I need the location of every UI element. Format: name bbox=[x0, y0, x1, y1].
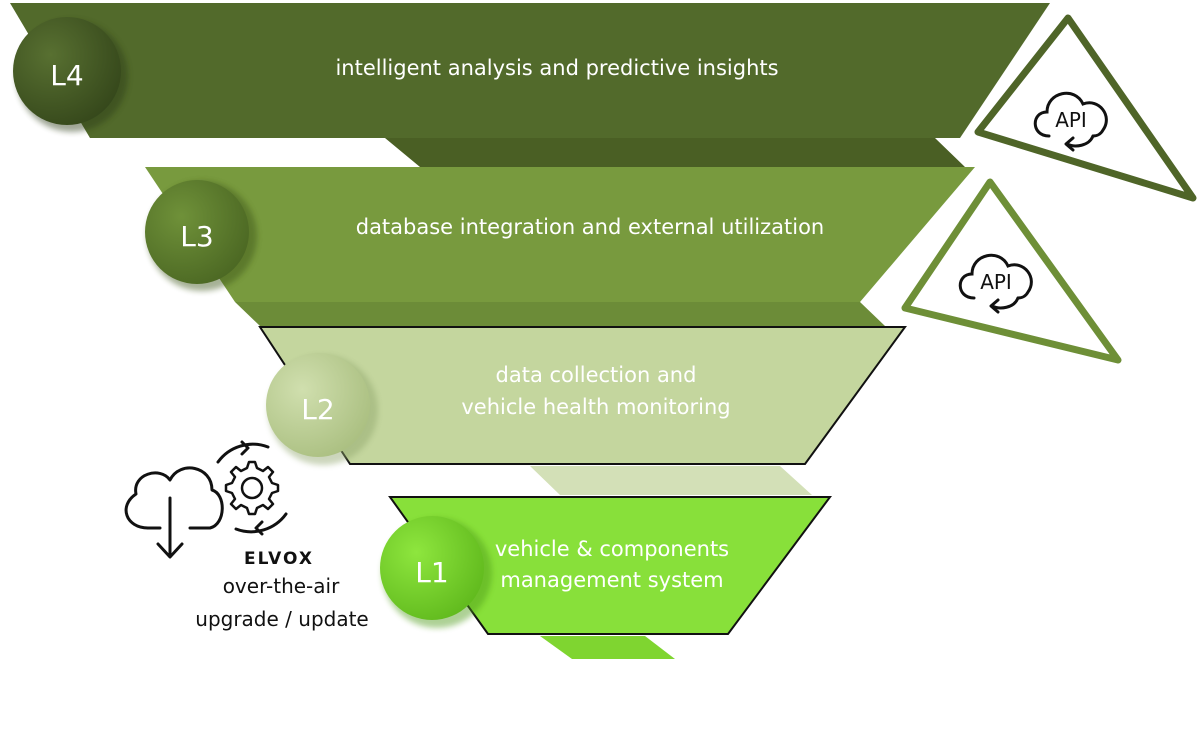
ota-caption-line-1: over-the-air bbox=[223, 574, 340, 598]
gear-sync-icon bbox=[216, 440, 288, 536]
ota-section: ELVOX over-the-air upgrade / update bbox=[124, 440, 369, 631]
api-label-upper: API bbox=[1055, 108, 1087, 132]
layer-l2-badge-label: L2 bbox=[301, 393, 334, 426]
layer-l2: L2 data collection and vehicle health mo… bbox=[258, 326, 907, 495]
api-badge-upper: API bbox=[974, 14, 1197, 202]
layer-l4-shadow bbox=[385, 138, 965, 167]
layer-l4: L4 intelligent analysis and predictive i… bbox=[10, 3, 1050, 167]
api-label-lower: API bbox=[980, 270, 1012, 294]
elvox-logo: ELVOX bbox=[244, 549, 314, 569]
layer-l3-badge bbox=[145, 180, 249, 284]
layer-l2-title-line-1: data collection and bbox=[496, 363, 697, 387]
layer-l2-title-line-2: vehicle health monitoring bbox=[461, 395, 730, 419]
layer-l1: L1 vehicle & components management syste… bbox=[380, 496, 832, 659]
layer-l1-title-line-2: management system bbox=[500, 568, 723, 592]
api-triangle-lower bbox=[901, 178, 1122, 364]
ota-caption-line-2: upgrade / update bbox=[195, 607, 368, 631]
layer-l3-band bbox=[145, 167, 975, 302]
layer-l2-badge bbox=[266, 353, 370, 457]
layer-l2-shadow bbox=[530, 466, 812, 495]
layer-l3-title: database integration and external utiliz… bbox=[356, 215, 825, 239]
layer-l1-badge-label: L1 bbox=[415, 556, 448, 589]
layer-l4-badge-label: L4 bbox=[50, 59, 83, 92]
cloud-sync-icon: API bbox=[1033, 91, 1108, 152]
layer-l1-shadow bbox=[540, 636, 675, 659]
layer-l1-title-line-1: vehicle & components bbox=[495, 537, 729, 561]
layer-l3-badge-label: L3 bbox=[180, 220, 213, 253]
layer-l1-badge bbox=[380, 516, 484, 620]
cloud-download-icon bbox=[124, 466, 224, 559]
layer-l3-shadow bbox=[235, 302, 885, 326]
layer-l3: L3 database integration and external uti… bbox=[145, 167, 975, 326]
api-triangle-upper bbox=[974, 14, 1197, 202]
cloud-sync-icon: API bbox=[958, 253, 1033, 314]
api-badge-lower: API bbox=[901, 178, 1122, 364]
layer-l4-band bbox=[10, 3, 1050, 138]
layer-l4-badge bbox=[13, 17, 121, 125]
layer-l4-title: intelligent analysis and predictive insi… bbox=[335, 56, 778, 80]
